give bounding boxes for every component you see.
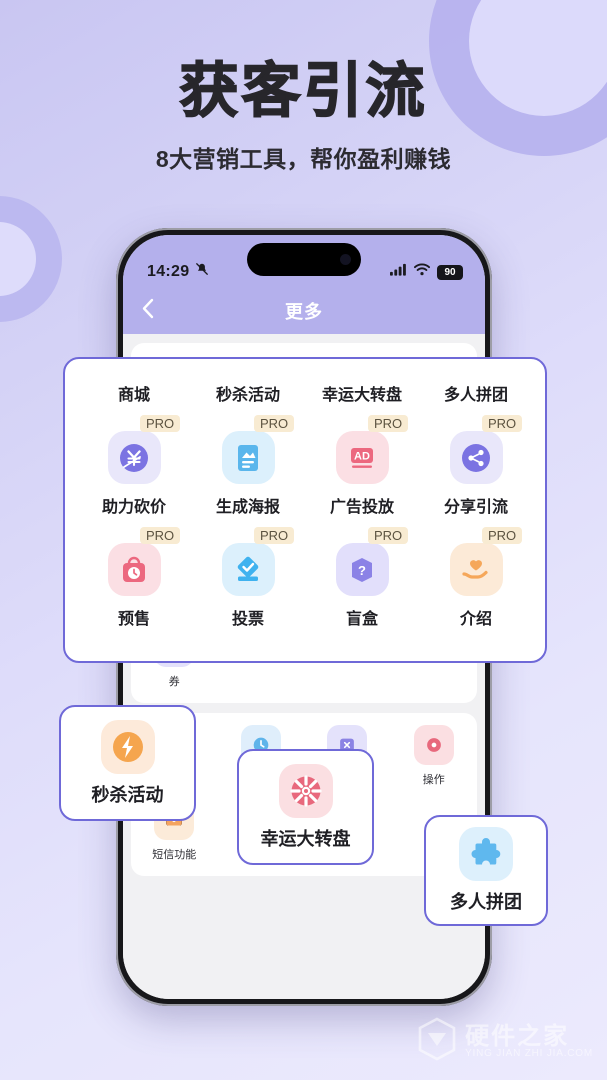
panel-item-share[interactable]: PRO 分享引流 [419,415,533,517]
hero-block: 获客引流 8大营销工具，帮你盈利赚钱 [0,56,607,174]
bell-slash-icon [195,262,209,281]
grid-item-label: 券 [168,676,180,688]
vote-ballot-icon [221,543,275,596]
page-title: 获客引流 [179,56,428,125]
pro-badge: PRO [482,415,523,432]
presale-bag-clock-icon [107,543,161,596]
panel-item-label: 预售 [117,611,150,628]
panel-item-group-buy[interactable]: 多人拼团 [419,381,533,405]
highlight-panel-marketing-tools: 商城 秒杀活动 幸运大转盘 多人拼团 PRO [63,357,547,663]
callout-label: 多人拼团 [450,892,522,912]
status-badge: 90 [437,264,463,280]
panel-item-label: 介绍 [459,611,492,628]
wifi-icon [413,263,431,281]
panel-item-poster[interactable]: PRO 生成海报 [191,415,305,517]
pro-badge: PRO [254,527,295,544]
status-bar: 14:29 [123,235,485,287]
panel-item-intro[interactable]: PRO 介绍 [419,527,533,629]
panel-grid: 商城 秒杀活动 幸运大转盘 多人拼团 PRO [65,359,545,629]
lightning-icon [100,719,155,774]
callout-seckill[interactable]: 秒杀活动 [59,705,196,821]
pro-badge: PRO [254,415,295,432]
dynamic-island [247,243,361,276]
page-subtitle: 8大营销工具，帮你盈利赚钱 [155,145,452,172]
share-icon [449,431,503,484]
heart-hand-icon [449,543,503,596]
grid-item-operation[interactable]: 操作 [391,725,478,787]
panel-item-label: 生成海报 [215,499,280,516]
panel-item-ad[interactable]: PRO AD 广告投放 [305,415,419,517]
panel-item-seckill[interactable]: 秒杀活动 [191,381,305,405]
puzzle-icon [459,827,513,881]
pro-badge: PRO [140,527,181,544]
app-page-title: 更多 [285,301,323,322]
pro-badge: PRO [482,527,523,544]
panel-item-label: 盲盒 [345,611,378,628]
chevron-left-icon[interactable] [141,298,154,324]
front-camera-icon [340,254,351,265]
panel-item-label: 商城 [117,387,150,404]
callout-group-buy[interactable]: 多人拼团 [424,815,548,926]
grid-item-label: 短信功能 [152,849,197,861]
panel-item-label: 助力砍价 [101,499,166,516]
signal-bars-icon [390,263,407,281]
panel-item-label: 秒杀活动 [215,387,280,404]
mystery-box-icon: ? [335,543,389,596]
pro-badge: PRO [368,527,409,544]
callout-label: 秒杀活动 [91,784,164,805]
app-navbar: 更多 [123,287,485,334]
watermark-text: 硬件之家 YING JIAN ZHI JIA.COM [465,1022,593,1060]
status-bar-right: 90 [390,263,463,281]
watermark-cn: 硬件之家 [465,1022,570,1050]
status-bar-left: 14:29 [147,262,209,281]
panel-item-label: 投票 [231,611,264,628]
panel-item-mystery-box[interactable]: PRO ? 盲盒 [305,527,419,629]
wheel-icon [278,763,333,818]
panel-item-vote[interactable]: PRO 投票 [191,527,305,629]
panel-item-presale[interactable]: PRO 预售 [77,527,191,629]
panel-item-lucky-wheel[interactable]: 幸运大转盘 [305,381,419,405]
callout-label: 幸运大转盘 [260,828,351,849]
svg-text:AD: AD [354,450,370,462]
panel-item-label: 幸运大转盘 [321,387,402,404]
bargain-yuan-icon [107,431,161,484]
panel-item-label: 分享引流 [443,499,508,516]
status-time: 14:29 [147,262,190,280]
panel-item-label: 多人拼团 [443,387,508,404]
watermark-en: YING JIAN ZHI JIA.COM [465,1047,593,1059]
poster-image-icon [221,431,275,484]
svg-text:?: ? [358,563,366,578]
ad-icon: AD [335,431,389,484]
panel-item-shop[interactable]: 商城 [77,381,191,405]
pro-badge: PRO [368,415,409,432]
pro-badge: PRO [140,415,181,432]
watermark: 硬件之家 YING JIAN ZHI JIA.COM [417,1017,593,1066]
panel-item-label: 广告投放 [329,499,394,516]
operation-icon [413,725,454,765]
panel-item-bargain[interactable]: PRO 助力砍价 [77,415,191,517]
grid-item-label: 操作 [422,774,445,786]
callout-lucky-wheel[interactable]: 幸运大转盘 [237,749,374,865]
shield-chevron-icon [417,1017,457,1066]
